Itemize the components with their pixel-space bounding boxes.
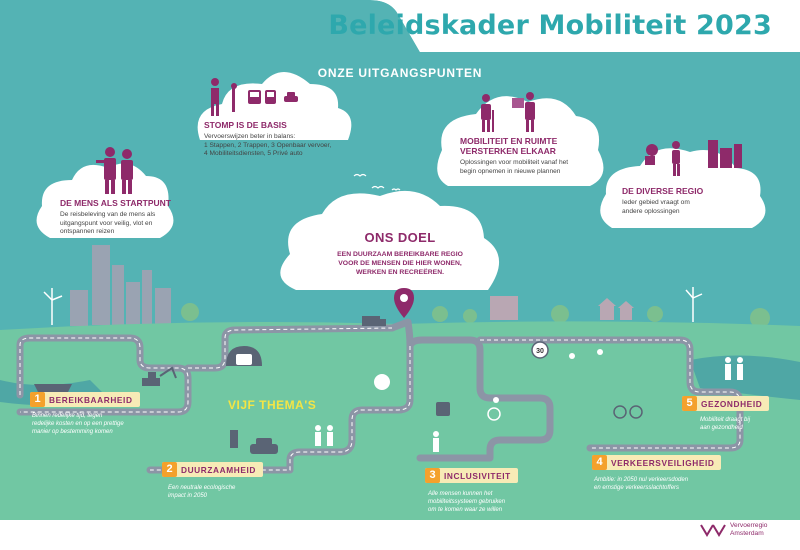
theme-number: 3 <box>425 468 440 483</box>
village-houses <box>490 296 634 320</box>
theme-label-verkeersveiligheid: 4 VERKEERSVEILIGHEID <box>592 455 722 470</box>
barge-icon <box>34 384 72 392</box>
principle-ruimte: MOBILITEIT EN RUIMTE VERSTERKEN ELKAAR O… <box>460 136 600 176</box>
people-walking-icon <box>315 425 333 446</box>
principle-mens-body: De reisbeleving van de mens als uitgangs… <box>60 211 156 236</box>
principle-ruimte-body: Oplossingen voor mobiliteit vanaf het be… <box>460 159 569 175</box>
wheelchair-user-icon <box>487 397 501 421</box>
trees <box>181 303 770 328</box>
city-skyline <box>70 245 171 326</box>
page-title: Beleidskader Mobiliteit 2023 <box>328 10 772 41</box>
principles-heading: ONZE UITGANGSPUNTEN <box>317 66 483 80</box>
goal-cloud: ONS DOEL EEN DUURZAAM BEREIKBARE REGIO V… <box>300 230 500 277</box>
theme-desc-bereikbaarheid: Binnen redelijke tijd, tegen redelijke k… <box>32 413 124 436</box>
theme-name: VERKEERSVEILIGHEID <box>611 457 715 468</box>
principle-mens: DE MENS ALS STARTPUNT De reisbeleving va… <box>60 198 180 237</box>
theme-desc-inclusiviteit: Alle mensen kunnen het mobiliteitssystee… <box>428 491 506 514</box>
goal-body: EEN DUURZAAM BEREIKBARE REGIO VOOR DE ME… <box>337 251 463 276</box>
principle-stomp-body: Vervoerswijzen beter in balans: 1 Stappe… <box>204 133 332 158</box>
recycle-icon <box>374 374 390 390</box>
theme-number: 4 <box>592 455 607 470</box>
ev-charging-car-icon <box>230 430 278 454</box>
tram-icon <box>265 90 276 104</box>
construction-worker-icon <box>481 94 494 132</box>
speed-limit-value: 30 <box>536 348 544 355</box>
principle-mens-title: DE MENS ALS STARTPUNT <box>60 198 171 208</box>
wind-turbine-icon <box>43 288 63 325</box>
sports-people-icon <box>569 349 603 359</box>
tunnel-bus-icon <box>226 346 262 366</box>
walking-person-icon <box>211 78 219 116</box>
excavator-icon <box>142 366 177 386</box>
speed-limit-sign-icon: 30 <box>531 341 549 359</box>
theme-desc-gezondheid: Mobiliteit draagt bij aan gezondheid <box>700 417 751 432</box>
principle-stomp: STOMP IS DE BASIS Vervoerswijzen beter i… <box>204 120 354 159</box>
theme-desc-verkeersveiligheid: Ambitie: in 2050 nul verkeersdoden en er… <box>594 477 689 492</box>
family-walking-icon <box>725 357 743 380</box>
vra-logo-icon <box>700 524 726 537</box>
principle-stomp-title: STOMP IS DE BASIS <box>204 120 287 130</box>
birds <box>353 173 401 191</box>
principle-regio: DE DIVERSE REGIO Ieder gebied vraagt om … <box>622 186 742 216</box>
car-icon <box>284 92 298 102</box>
goal-title: ONS DOEL <box>364 230 436 245</box>
planner-with-map-icon <box>512 92 535 132</box>
cloud-regio <box>600 148 766 228</box>
logo-text: Vervoerregio Amsterdam <box>730 522 768 537</box>
wind-turbine-icon <box>685 287 703 322</box>
people-pointing-icon <box>96 147 133 194</box>
title-area <box>370 0 800 52</box>
theme-number: 2 <box>162 462 177 477</box>
theme-name: DUURZAAMHEID <box>181 464 256 475</box>
principle-regio-body: Ieder gebied vraagt om andere oplossinge… <box>622 199 690 215</box>
bicycle-icon <box>231 83 237 112</box>
theme-name: INCLUSIVITEIT <box>444 470 511 481</box>
theme-number: 5 <box>682 396 697 411</box>
theme-desc-duurzaamheid: Een neutrale ecologische impact in 2050 <box>168 485 236 500</box>
location-pin-icon <box>394 288 414 318</box>
cloud-ruimte <box>437 96 604 186</box>
cloud-mens <box>36 163 174 238</box>
truck-icon <box>362 316 386 326</box>
bus-icon <box>248 90 261 104</box>
theme-name: GEZONDHEID <box>701 398 763 409</box>
blind-person-cane-icon <box>433 431 439 452</box>
cloud-doel <box>280 190 500 290</box>
bus-stop-icon <box>436 402 450 416</box>
theme-label-bereikbaarheid: 1 BEREIKBAARHEID <box>30 392 140 407</box>
vervoerregio-logo: Vervoerregio Amsterdam <box>700 522 767 537</box>
principle-ruimte-title: MOBILITEIT EN RUIMTE VERSTERKEN ELKAAR <box>460 136 558 156</box>
theme-label-gezondheid: 5 GEZONDHEID <box>682 396 770 411</box>
theme-label-inclusiviteit: 3 INCLUSIVITEIT <box>425 468 518 483</box>
themes-heading: VIJF THEMA'S <box>228 398 317 412</box>
theme-name: BEREIKBAARHEID <box>49 394 133 405</box>
theme-label-duurzaamheid: 2 DUURZAAMHEID <box>162 462 263 477</box>
road-markings <box>19 327 741 471</box>
cloud-stomp <box>197 72 352 140</box>
tree-house-icon <box>645 141 680 176</box>
theme-number: 1 <box>30 392 45 407</box>
cyclist-icon <box>613 405 643 419</box>
city-buildings-icon <box>708 140 742 168</box>
principle-regio-title: DE DIVERSE REGIO <box>622 186 704 196</box>
